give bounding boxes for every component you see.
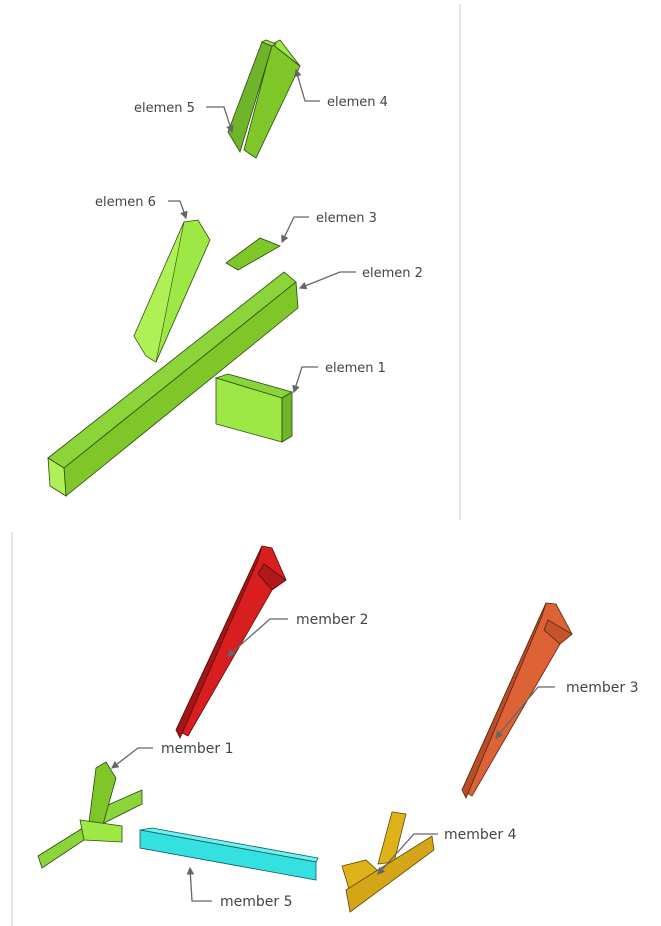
elemen-4-plate: [243, 39, 301, 159]
elemen-3-label: elemen 3: [316, 211, 377, 226]
member-5-tie-beam: [139, 827, 319, 881]
elemen-5-plate: [227, 39, 277, 153]
member-1-joint: [37, 761, 143, 869]
elemen-2-label: elemen 2: [362, 266, 423, 281]
member-4-joint: [341, 811, 435, 913]
elemen-4-leader: [294, 68, 320, 102]
member-4-label: member 4: [444, 827, 517, 843]
elemen-1-label: elemen 1: [325, 361, 386, 376]
member-4-leader: [377, 833, 438, 875]
elemen-5-label: elemen 5: [134, 101, 195, 116]
elemen-5-leader: [206, 106, 234, 134]
member-3-label: member 3: [566, 680, 639, 696]
elemen-4-label: elemen 4: [327, 95, 388, 110]
elemen-2-leader: [298, 271, 356, 290]
elemen-6-block: [133, 219, 211, 363]
member-5-leader: [186, 866, 212, 902]
member-2-label: member 2: [296, 612, 369, 628]
member-1-leader: [110, 747, 153, 769]
elemen-3-plate: [225, 237, 281, 271]
member-2-leader: [227, 618, 288, 657]
elemen-6-label: elemen 6: [95, 195, 156, 210]
member-3-rafter: [461, 602, 573, 799]
member-5-label: member 5: [220, 894, 293, 910]
elemen-3-leader: [281, 216, 309, 244]
member-2-rafter: [175, 545, 287, 739]
elemen-6-leader: [168, 200, 188, 220]
elemen-1-leader: [292, 366, 318, 394]
member-1-label: member 1: [161, 741, 234, 757]
elemen-1-block: [214, 373, 294, 443]
member-3-leader: [495, 686, 555, 740]
elemen-2-beam: [47, 271, 299, 497]
